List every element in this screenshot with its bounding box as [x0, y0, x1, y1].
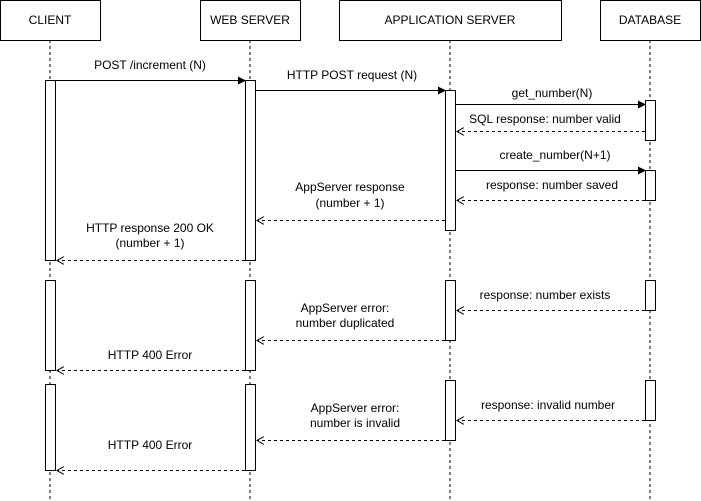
message-label-invalid-number: response: invalid number [481, 398, 615, 412]
message-label-appserver-response-line2: (number + 1) [315, 196, 384, 210]
activation-database-1 [645, 100, 656, 141]
participant-database-label: DATABASE [619, 13, 681, 27]
participant-application-server-label: APPLICATION SERVER [385, 13, 516, 27]
activation-database-4 [645, 380, 656, 421]
message-label-post-increment: POST /increment (N) [94, 58, 206, 72]
activation-client-2 [45, 280, 56, 371]
participant-web-server-label: WEB SERVER [210, 13, 290, 27]
activation-database-2 [645, 170, 656, 201]
participant-database: DATABASE [600, 0, 701, 41]
activation-client-3 [45, 384, 56, 471]
participant-client: CLIENT [0, 0, 101, 41]
message-label-create-number: create_number(N+1) [499, 148, 610, 162]
message-label-http-200-line2: (number + 1) [115, 236, 184, 250]
message-label-http-400-a: HTTP 400 Error [108, 348, 192, 362]
activation-app-server-3 [445, 380, 456, 441]
activation-database-3 [645, 280, 656, 311]
message-label-number-saved: response: number saved [486, 178, 618, 192]
message-label-number-exists: response: number exists [480, 288, 611, 302]
activation-web-server-2 [245, 280, 256, 371]
message-label-error-invalid-line1: AppServer error: [311, 401, 400, 415]
participant-application-server: APPLICATION SERVER [339, 0, 562, 41]
message-label-error-duplicated-line1: AppServer error: [301, 301, 390, 315]
activation-app-server-2 [445, 280, 456, 341]
message-label-get-number: get_number(N) [512, 86, 593, 100]
participant-client-label: CLIENT [29, 13, 72, 27]
activation-web-server-1 [245, 80, 256, 261]
message-label-appserver-response-line1: AppServer response [295, 180, 405, 194]
activation-app-server-1 [445, 90, 456, 231]
message-label-error-duplicated-line2: number duplicated [296, 316, 395, 330]
activation-client-1 [45, 80, 56, 261]
message-label-sql-response: SQL response: number valid [469, 112, 621, 126]
message-label-http-200-line1: HTTP response 200 OK [86, 221, 214, 235]
message-label-http-post-request: HTTP POST request (N) [287, 68, 417, 82]
message-label-error-invalid-line2: number is invalid [310, 416, 400, 430]
activation-web-server-3 [245, 384, 256, 471]
message-label-http-400-b: HTTP 400 Error [108, 438, 192, 452]
participant-web-server: WEB SERVER [200, 0, 301, 41]
